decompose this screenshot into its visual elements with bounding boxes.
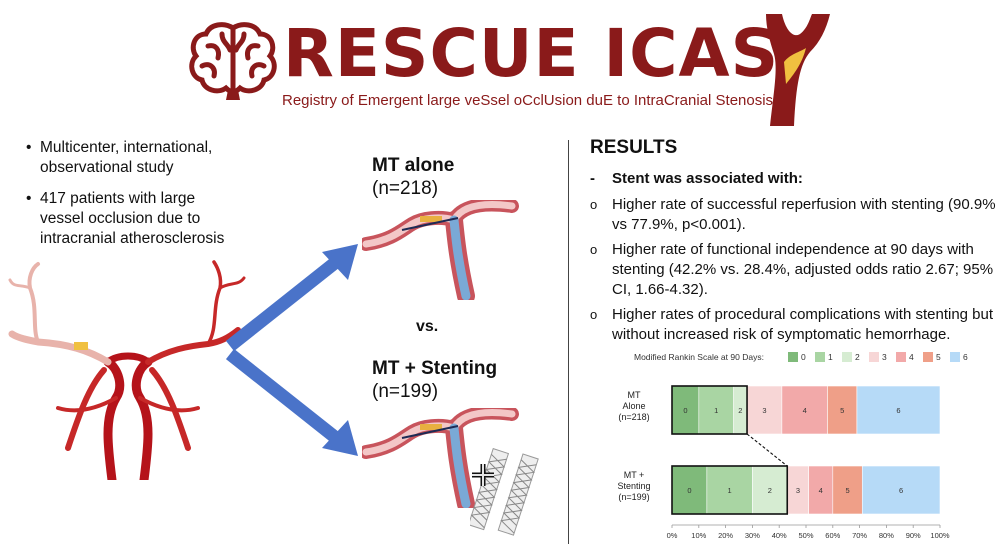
legend-swatch: [950, 352, 960, 362]
x-tick-label: 50%: [798, 531, 813, 540]
x-tick-label: 10%: [691, 531, 706, 540]
plus-icon: [472, 464, 494, 486]
legend-label: 0: [801, 352, 806, 362]
segment-label: 2: [738, 406, 742, 415]
bar-segment: [706, 465, 753, 515]
segment-label: 3: [796, 486, 800, 495]
legend-swatch: [788, 352, 798, 362]
row-label: (n=218): [618, 412, 649, 422]
bar-segment: [746, 385, 783, 435]
results-lead: -Stent was associated with:: [590, 170, 803, 187]
segment-label: 2: [768, 486, 772, 495]
segment-label: 1: [714, 406, 718, 415]
functional-independence-outline: [671, 465, 789, 515]
thrombectomy-vessel-illustration: [362, 200, 519, 300]
segment-label: 3: [762, 406, 766, 415]
comparison-arrows: [225, 244, 358, 456]
bar-segment: [832, 465, 863, 515]
segment-label: 6: [899, 486, 903, 495]
brain-logo-icon: [189, 22, 277, 100]
chart-legend: Modified Rankin Scale at 90 Days: 0 1 2 3 4 5 6: [634, 352, 968, 362]
segment-label: 0: [683, 406, 687, 415]
x-tick-label: 0%: [667, 531, 678, 540]
legend-label: 4: [909, 352, 914, 362]
cerebral-artery-illustration: [8, 260, 246, 480]
segment-label: 4: [803, 406, 807, 415]
functional-independence-outline: [671, 385, 748, 435]
legend-swatch: [869, 352, 879, 362]
legend-label: 1: [828, 352, 833, 362]
row-label: (n=199): [618, 492, 649, 502]
segment-label: 4: [819, 486, 823, 495]
segment-label: 5: [845, 486, 849, 495]
segment-label: 5: [840, 406, 844, 415]
x-tick-label: 40%: [772, 531, 787, 540]
x-tick-label: 60%: [825, 531, 840, 540]
bar-segment: [781, 385, 828, 435]
row-label: MT: [628, 390, 641, 400]
connector-line: [746, 433, 788, 467]
mt-alone-count: (n=218): [372, 178, 439, 199]
patient-count-bullet: •417 patients with large vessel occlusio…: [26, 190, 225, 247]
legend-label: 5: [936, 352, 941, 362]
chart-x-axis: 0% 10% 20% 30% 40% 50% 60% 70% 80% 90% 100%: [667, 524, 950, 540]
stent-icon: [470, 448, 539, 536]
x-tick-label: 100%: [930, 531, 950, 540]
x-tick-label: 90%: [906, 531, 921, 540]
bar-segment: [856, 385, 941, 435]
results-heading: RESULTS: [590, 137, 678, 158]
versus-label: vs.: [416, 318, 439, 335]
thrombectomy-stent-vessel-illustration: [362, 408, 519, 508]
mt-stenting-label: MT + Stenting: [372, 358, 498, 379]
segment-label: 1: [728, 486, 732, 495]
row-label: Alone: [622, 401, 645, 411]
legend-label: 3: [882, 352, 887, 362]
mrs-stacked-bar-chart: Modified Rankin Scale at 90 Days: 0 1 2 3 4 5 6…: [617, 352, 968, 540]
x-tick-label: 80%: [879, 531, 894, 540]
legend-swatch: [815, 352, 825, 362]
study-design-bullet: •Multicenter, international, observation…: [26, 139, 213, 176]
x-tick-label: 70%: [852, 531, 867, 540]
bar-segment: [808, 465, 834, 515]
legend-label: 6: [963, 352, 968, 362]
vessel-stenosis-logo-icon: [766, 14, 830, 126]
segment-label: 0: [687, 486, 691, 495]
x-tick-label: 30%: [745, 531, 760, 540]
segment-label: 6: [896, 406, 900, 415]
bar-segment: [752, 465, 788, 515]
legend-swatch: [923, 352, 933, 362]
page-subtitle: Registry of Emergent large veSsel oCclUs…: [282, 92, 774, 109]
mt-alone-label: MT alone: [372, 155, 455, 176]
row-label: MT +: [624, 470, 645, 480]
legend-swatch: [842, 352, 852, 362]
bar-segment: [861, 465, 941, 515]
mt-stenting-count: (n=199): [372, 381, 439, 402]
page-title: RESCUE ICAS: [283, 15, 780, 92]
column-divider: [568, 140, 569, 544]
legend-title: Modified Rankin Scale at 90 Days:: [634, 352, 764, 362]
x-tick-label: 20%: [718, 531, 733, 540]
legend-label: 2: [855, 352, 860, 362]
bar-segment: [827, 385, 858, 435]
row-label: Stenting: [617, 481, 650, 491]
legend-swatch: [896, 352, 906, 362]
